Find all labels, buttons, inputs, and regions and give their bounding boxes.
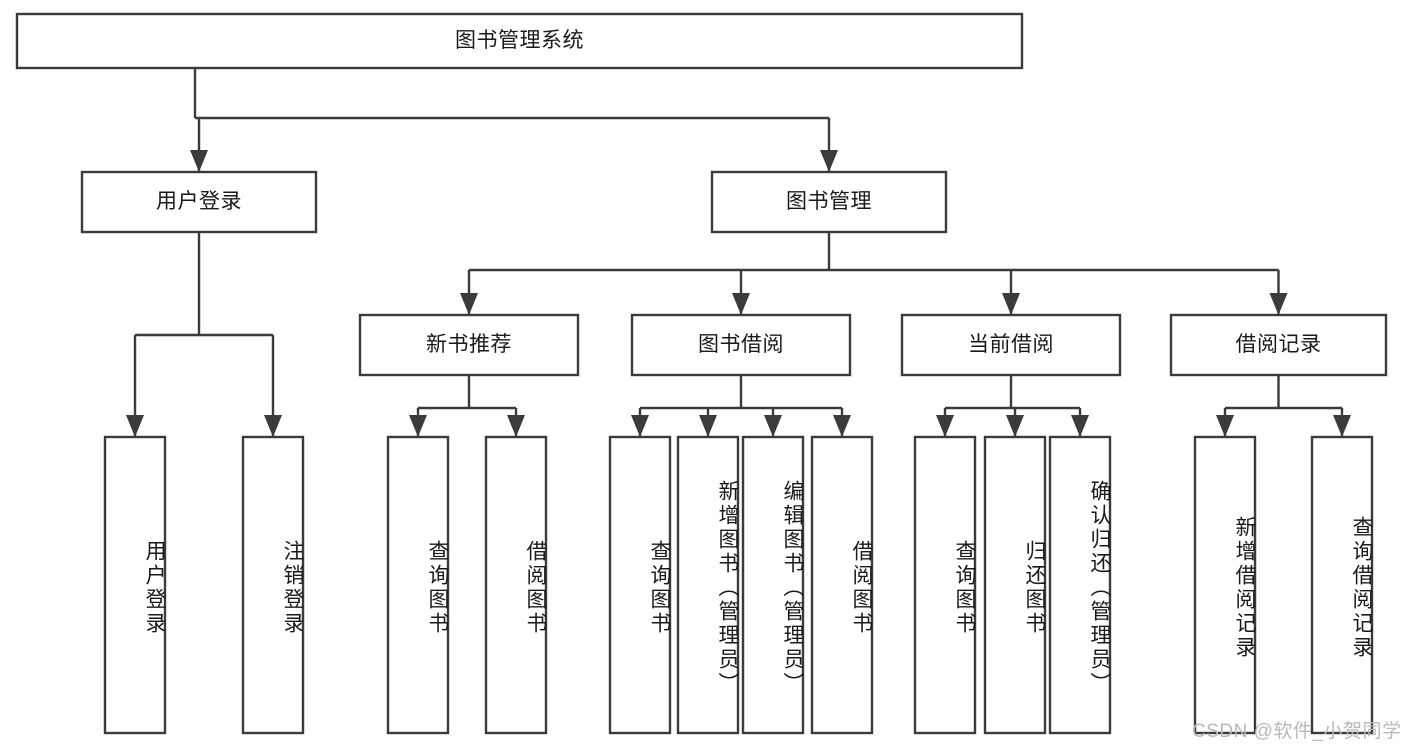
node-box-leaf_12[interactable] bbox=[1310, 435, 1374, 735]
arrow-head-leaf_1 bbox=[264, 415, 282, 437]
node-box-l1_1[interactable] bbox=[710, 170, 948, 234]
node-box-leaf_4[interactable] bbox=[608, 435, 672, 735]
arrow-head-l1_0 bbox=[190, 150, 208, 172]
edge-layer bbox=[126, 68, 1351, 437]
arrow-head-leaf_4 bbox=[631, 415, 649, 437]
node-box-leaf_3[interactable] bbox=[484, 435, 548, 735]
node-box-l2_1[interactable] bbox=[630, 313, 852, 377]
arrow-head-l1_1 bbox=[820, 150, 838, 172]
arrow-head-leaf_12 bbox=[1333, 415, 1351, 437]
arrow-head-leaf_9 bbox=[1006, 415, 1024, 437]
arrow-head-leaf_8 bbox=[936, 415, 954, 437]
node-box-leaf_6[interactable] bbox=[741, 435, 805, 735]
node-box-leaf_7[interactable] bbox=[810, 435, 874, 735]
arrow-head-leaf_6 bbox=[764, 415, 782, 437]
node-box-leaf_5[interactable] bbox=[676, 435, 740, 735]
node-box-leaf_0[interactable] bbox=[103, 435, 167, 735]
node-box-l2_3[interactable] bbox=[1169, 313, 1388, 377]
node-box-leaf_11[interactable] bbox=[1193, 435, 1257, 735]
node-box-leaf_2[interactable] bbox=[386, 435, 450, 735]
arrow-head-leaf_2 bbox=[409, 415, 427, 437]
arrow-head-leaf_5 bbox=[699, 415, 717, 437]
node-box-leaf_8[interactable] bbox=[913, 435, 977, 735]
arrow-head-l2_1 bbox=[732, 293, 750, 315]
node-box-leaf_9[interactable] bbox=[983, 435, 1047, 735]
node-box-root[interactable] bbox=[15, 12, 1024, 70]
arrow-head-leaf_11 bbox=[1216, 415, 1234, 437]
watermark-text: CSDN @软件_小贺同学 bbox=[1192, 721, 1402, 742]
arrow-head-leaf_0 bbox=[126, 415, 144, 437]
arrow-head-leaf_7 bbox=[833, 415, 851, 437]
arrow-head-l2_0 bbox=[460, 293, 478, 315]
node-box-l2_0[interactable] bbox=[358, 313, 580, 377]
arrow-head-l2_3 bbox=[1269, 293, 1288, 315]
arrow-head-l2_2 bbox=[1002, 293, 1020, 315]
node-layer bbox=[15, 12, 1388, 735]
arrow-head-leaf_10 bbox=[1071, 415, 1089, 437]
node-box-leaf_1[interactable] bbox=[241, 435, 305, 735]
node-box-l2_2[interactable] bbox=[900, 313, 1122, 377]
node-box-leaf_10[interactable] bbox=[1048, 435, 1112, 735]
arrow-head-leaf_3 bbox=[507, 415, 525, 437]
node-box-l1_0[interactable] bbox=[80, 170, 318, 234]
